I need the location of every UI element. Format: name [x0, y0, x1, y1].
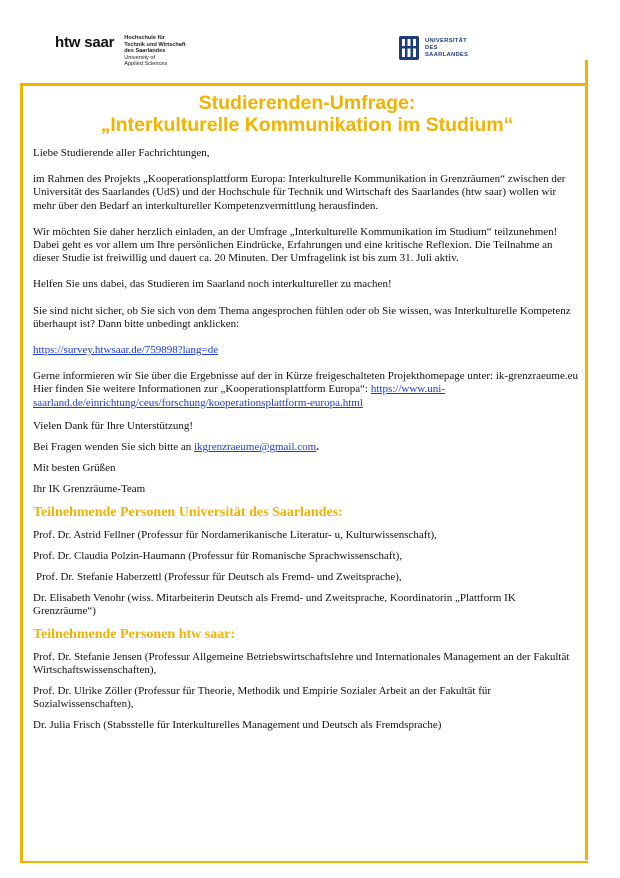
team-signature: Ihr IK Grenzräume-Team — [33, 483, 146, 496]
greeting: Liebe Studierende aller Fachrichtungen, — [33, 147, 210, 159]
uds-line: UNIVERSITÄT — [425, 37, 467, 44]
questions-line: Bei Fragen wenden Sie sich bitte an ikgr… — [33, 441, 581, 454]
questions-period: . — [316, 441, 319, 454]
frame-border-bottom — [20, 861, 588, 863]
htw-sub-line: Technik und Wirtschaft — [124, 41, 186, 48]
invite-paragraph: Wir möchten Sie daher herzlich einladen,… — [33, 225, 558, 238]
person-entry: Prof. Dr. Ulrike Zöller (Professur für T… — [33, 685, 492, 711]
more-info-paragraph: Hier finden Sie weitere Informationen zu… — [33, 383, 581, 409]
person-entry: Prof. Dr. Stefanie Jensen (Professur All… — [33, 650, 570, 676]
person-entry: Prof. Dr. Claudia Polzin-Haumann (Profes… — [33, 549, 403, 562]
results-paragraph: Gerne informieren wir Sie über die Ergeb… — [33, 370, 578, 383]
frame-border-right — [585, 60, 588, 860]
regards-line: Mit besten Grüßen — [33, 462, 116, 475]
htw-section-heading: Teilnehmende Personen htw saar: — [33, 626, 236, 642]
project-info-link[interactable]: https://www.uni-saarland.de/einrichtung/… — [33, 383, 445, 409]
uds-line: DES — [425, 44, 438, 51]
uds-wordmark: UNIVERSITÄT DES SAARLANDES — [425, 38, 468, 59]
page-header: htw saar Hochschule für Technik und Wirt… — [0, 0, 620, 80]
uds-line: SAARLANDES — [425, 51, 469, 58]
htw-saar-logo: htw saar Hochschule für Technik und Wirt… — [55, 35, 186, 68]
uds-section-heading: Teilnehmende Personen Universität des Sa… — [33, 504, 343, 520]
thanks-line: Vielen Dank für Ihre Unterstützung! — [33, 419, 194, 432]
person-entry: Dr. Julia Frisch (Stabsstelle für Interk… — [33, 719, 442, 732]
help-paragraph: Helfen Sie uns dabei, das Studieren im S… — [33, 278, 392, 291]
title-line: Studierenden-Umfrage: — [198, 92, 416, 114]
htw-sub-line: des Saarlandes — [124, 48, 166, 55]
uds-logo: UNIVERSITÄT DES SAARLANDES — [398, 35, 468, 61]
page-title: Studierenden-Umfrage: „Interkulturelle K… — [33, 92, 581, 136]
unsure-paragraph: Sie sind nicht sicher, ob Sie sich von d… — [33, 304, 571, 330]
htw-sub-line: University of — [124, 54, 156, 61]
contact-email-link[interactable]: ikgrenzraeume@gmail.com — [194, 441, 317, 454]
htw-subtitle: Hochschule für Technik und Wirtschaft de… — [124, 35, 185, 68]
frame-border-top — [20, 83, 588, 86]
title-line: „Interkulturelle Kommunikation im Studiu… — [100, 113, 514, 136]
person-entry: Prof. Dr. Astrid Fellner (Professur für … — [33, 528, 437, 541]
uds-seal-icon — [399, 36, 419, 60]
htw-wordmark: htw saar — [55, 34, 115, 51]
questions-text: Bei Fragen wenden Sie sich bitte an — [33, 441, 194, 454]
survey-link-line: https://survey.htwsaar.de/759898?lang=de — [33, 344, 581, 357]
person-entry: Prof. Dr. Stefanie Haberzettl (Professur… — [36, 571, 402, 584]
frame-border-left — [20, 83, 23, 863]
intro-paragraph: im Rahmen des Projekts „Kooperationsplat… — [33, 173, 566, 212]
person-entry: Dr. Elisabeth Venohr (wiss. Mitarbeiteri… — [33, 592, 516, 618]
htw-sub-line: Hochschule für — [124, 35, 165, 41]
flyer-content: Studierenden-Umfrage: „Interkulturelle K… — [33, 92, 581, 733]
htw-sub-line: Applied Sciences — [124, 61, 168, 68]
survey-link[interactable]: https://survey.htwsaar.de/759898?lang=de — [33, 344, 219, 357]
invite-details: Dabei geht es vor allem um Ihre persönli… — [33, 239, 553, 265]
more-info-text: Hier finden Sie weitere Informationen zu… — [33, 383, 371, 396]
